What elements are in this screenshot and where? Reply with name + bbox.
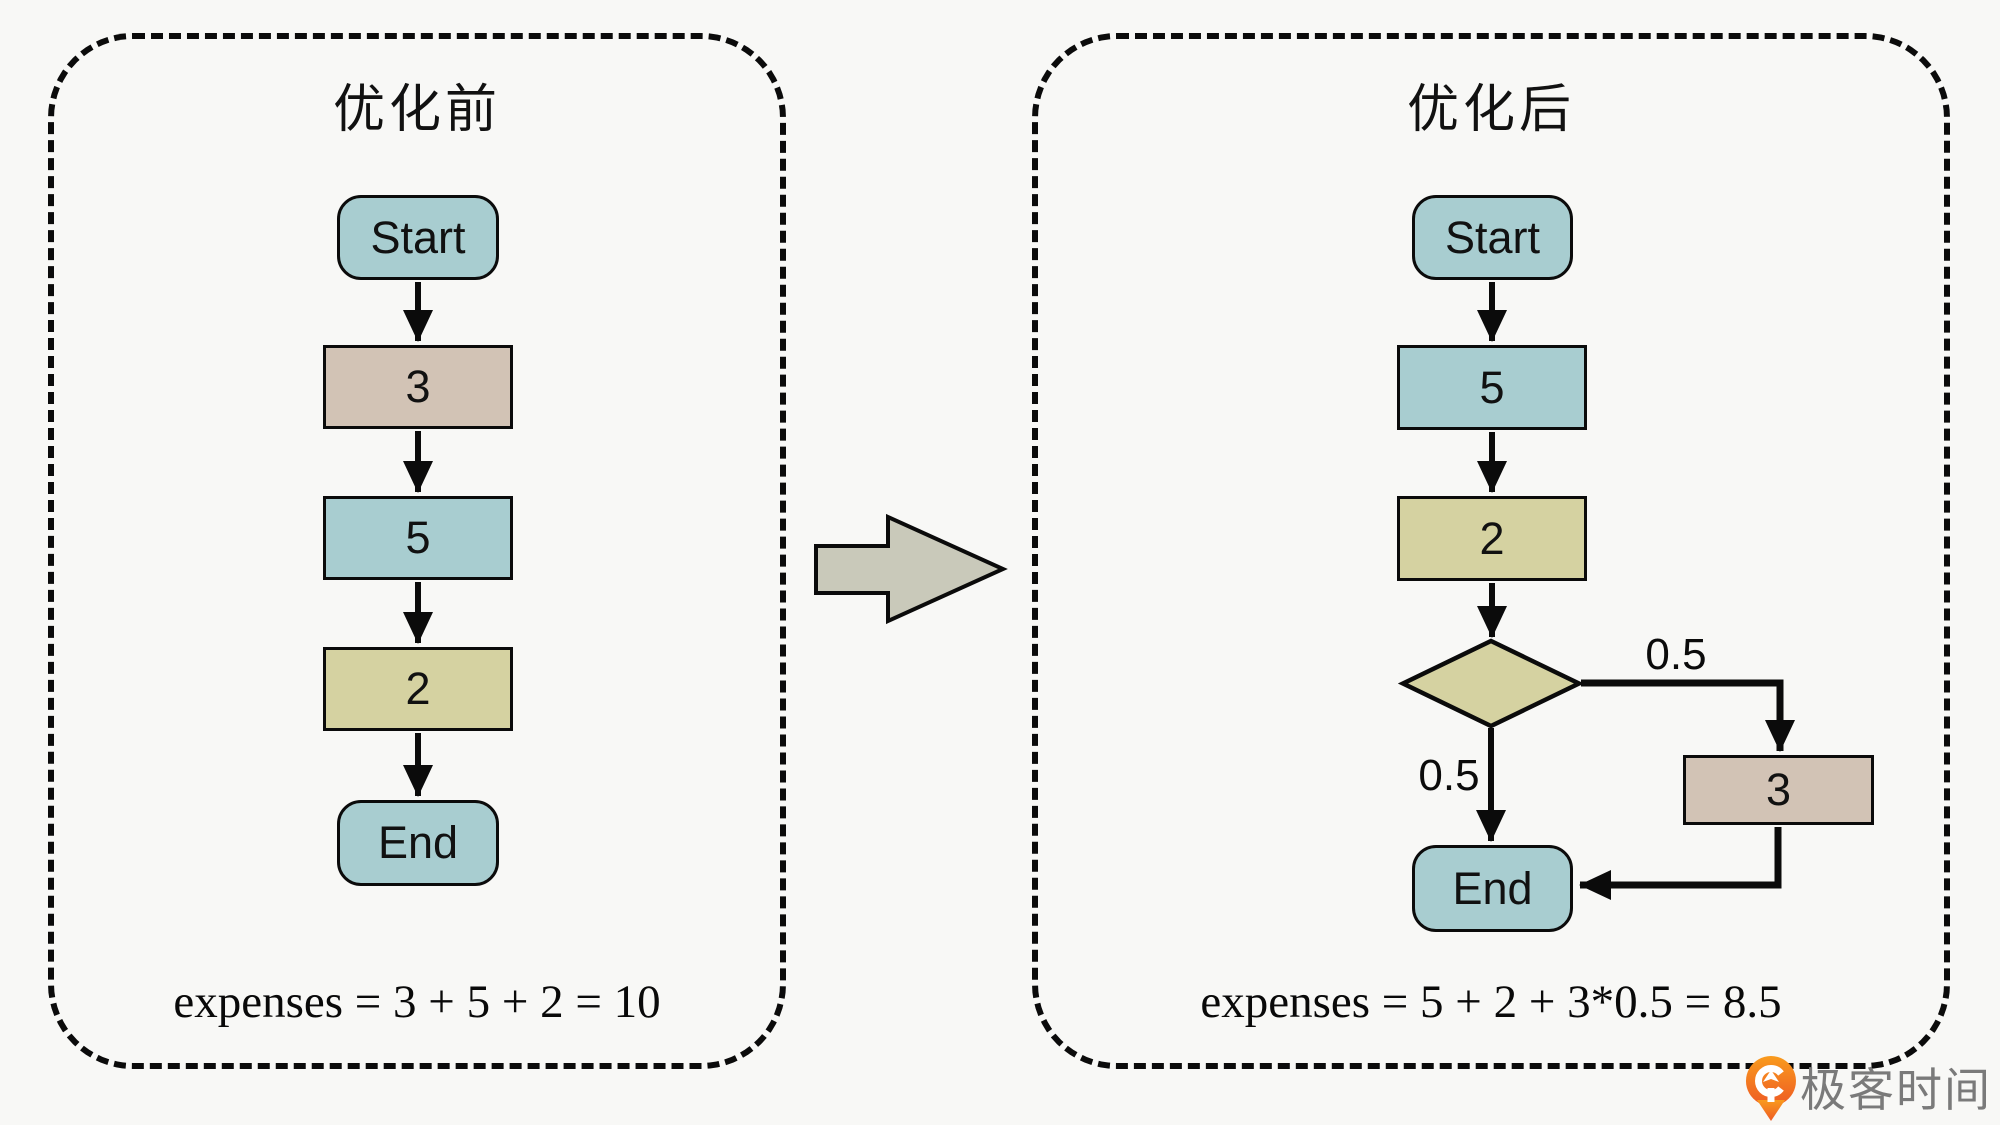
right-expenses-formula: expenses = 5 + 2 + 3*0.5 = 8.5 [1200, 976, 1782, 1028]
left-cost-5-node: 5 [323, 496, 513, 580]
geektime-logo-icon [1745, 1056, 1796, 1121]
edge-right-diamond-to-3 [1581, 679, 1795, 752]
right-end-node: End [1412, 845, 1573, 932]
decision-diamond [1397, 638, 1585, 729]
right-cost-3-node: 3 [1683, 755, 1874, 825]
right-start-node: Start [1412, 195, 1573, 280]
transform-block-arrow [814, 513, 1008, 625]
geektime-logo-text: 极客时间 [1800, 1064, 1992, 1116]
left-cost-3-node: 3 [323, 345, 513, 429]
edge-right-3-to-end [1579, 827, 1782, 900]
left-expenses-formula: expenses = 3 + 5 + 2 = 10 [173, 976, 661, 1028]
left-end-node: End [337, 800, 499, 886]
geektime-logo: 极客时间 [1746, 1054, 1992, 1120]
panel-after-optimization: 优化后 [1032, 33, 1950, 1069]
right-cost-5-node: 5 [1397, 345, 1587, 430]
panel-before-title: 优化前 [332, 81, 501, 139]
panel-before-optimization: 优化前 [48, 33, 786, 1069]
branch-probability-right-label: 0.5 [1645, 630, 1707, 679]
left-cost-2-node: 2 [323, 647, 513, 731]
panel-after-title: 优化后 [1406, 81, 1575, 139]
branch-probability-down-label: 0.5 [1418, 751, 1480, 800]
left-start-node: Start [337, 195, 499, 280]
right-cost-2-node: 2 [1397, 496, 1587, 581]
